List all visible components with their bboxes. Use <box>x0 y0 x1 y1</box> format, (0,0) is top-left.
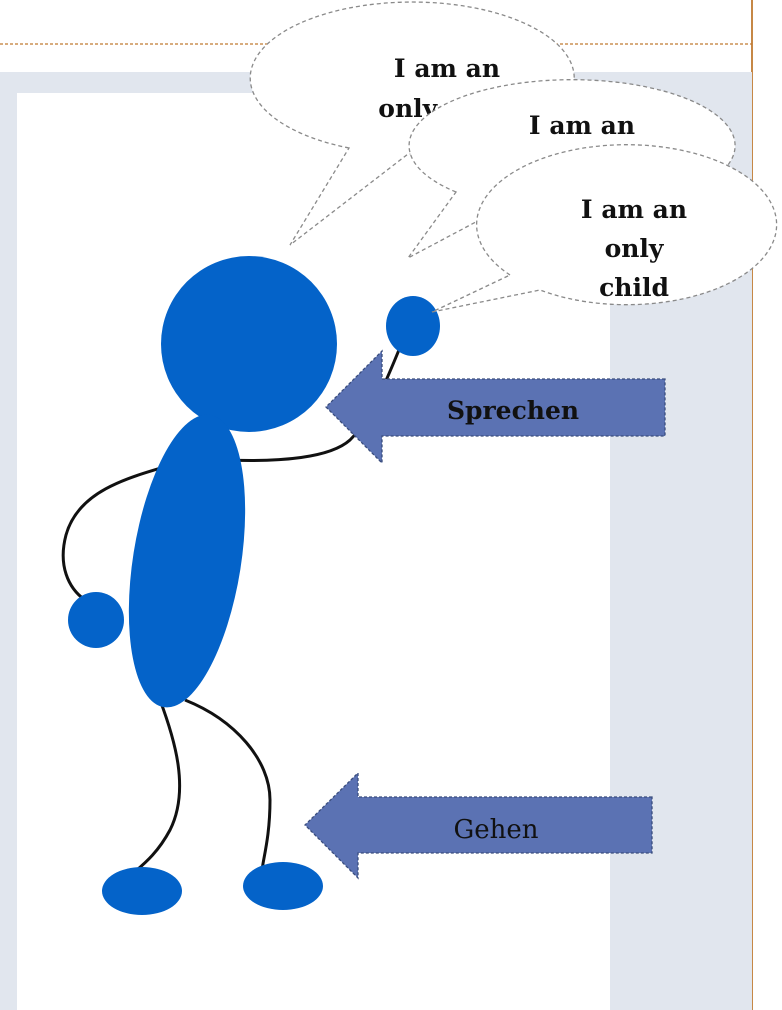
walk-arrow-label: Gehen <box>453 815 538 845</box>
speak-arrow: Sprechen <box>325 349 666 465</box>
speech-bubble-2-line-1: I am an <box>529 111 635 140</box>
left-leg-line <box>126 699 182 880</box>
left-hand <box>68 592 124 648</box>
head <box>161 256 337 432</box>
right-leg-line <box>184 698 272 873</box>
walk-arrow-shape <box>304 771 653 880</box>
torso <box>128 414 246 708</box>
left-arm-line <box>61 456 196 602</box>
right-arm-line <box>227 334 407 462</box>
speech-bubble-1-shape <box>249 1 575 246</box>
walk-arrow: Gehen <box>304 771 653 880</box>
speak-arrow-shape <box>325 349 666 465</box>
speech-bubble-3-line-2: only <box>605 234 665 263</box>
speech-bubble-1-line-1: I am an <box>394 54 500 83</box>
left-foot <box>102 867 182 915</box>
right-hand <box>386 296 440 356</box>
speech-bubble-3: I am an only child <box>431 144 778 313</box>
right-foot <box>243 862 323 910</box>
speech-bubble-3-shape <box>431 144 778 313</box>
speak-arrow-label: Sprechen <box>447 396 579 425</box>
speech-bubble-3-line-3: child <box>599 273 669 302</box>
stick-figure <box>61 256 440 915</box>
speech-bubble-3-line-1: I am an <box>581 195 687 224</box>
